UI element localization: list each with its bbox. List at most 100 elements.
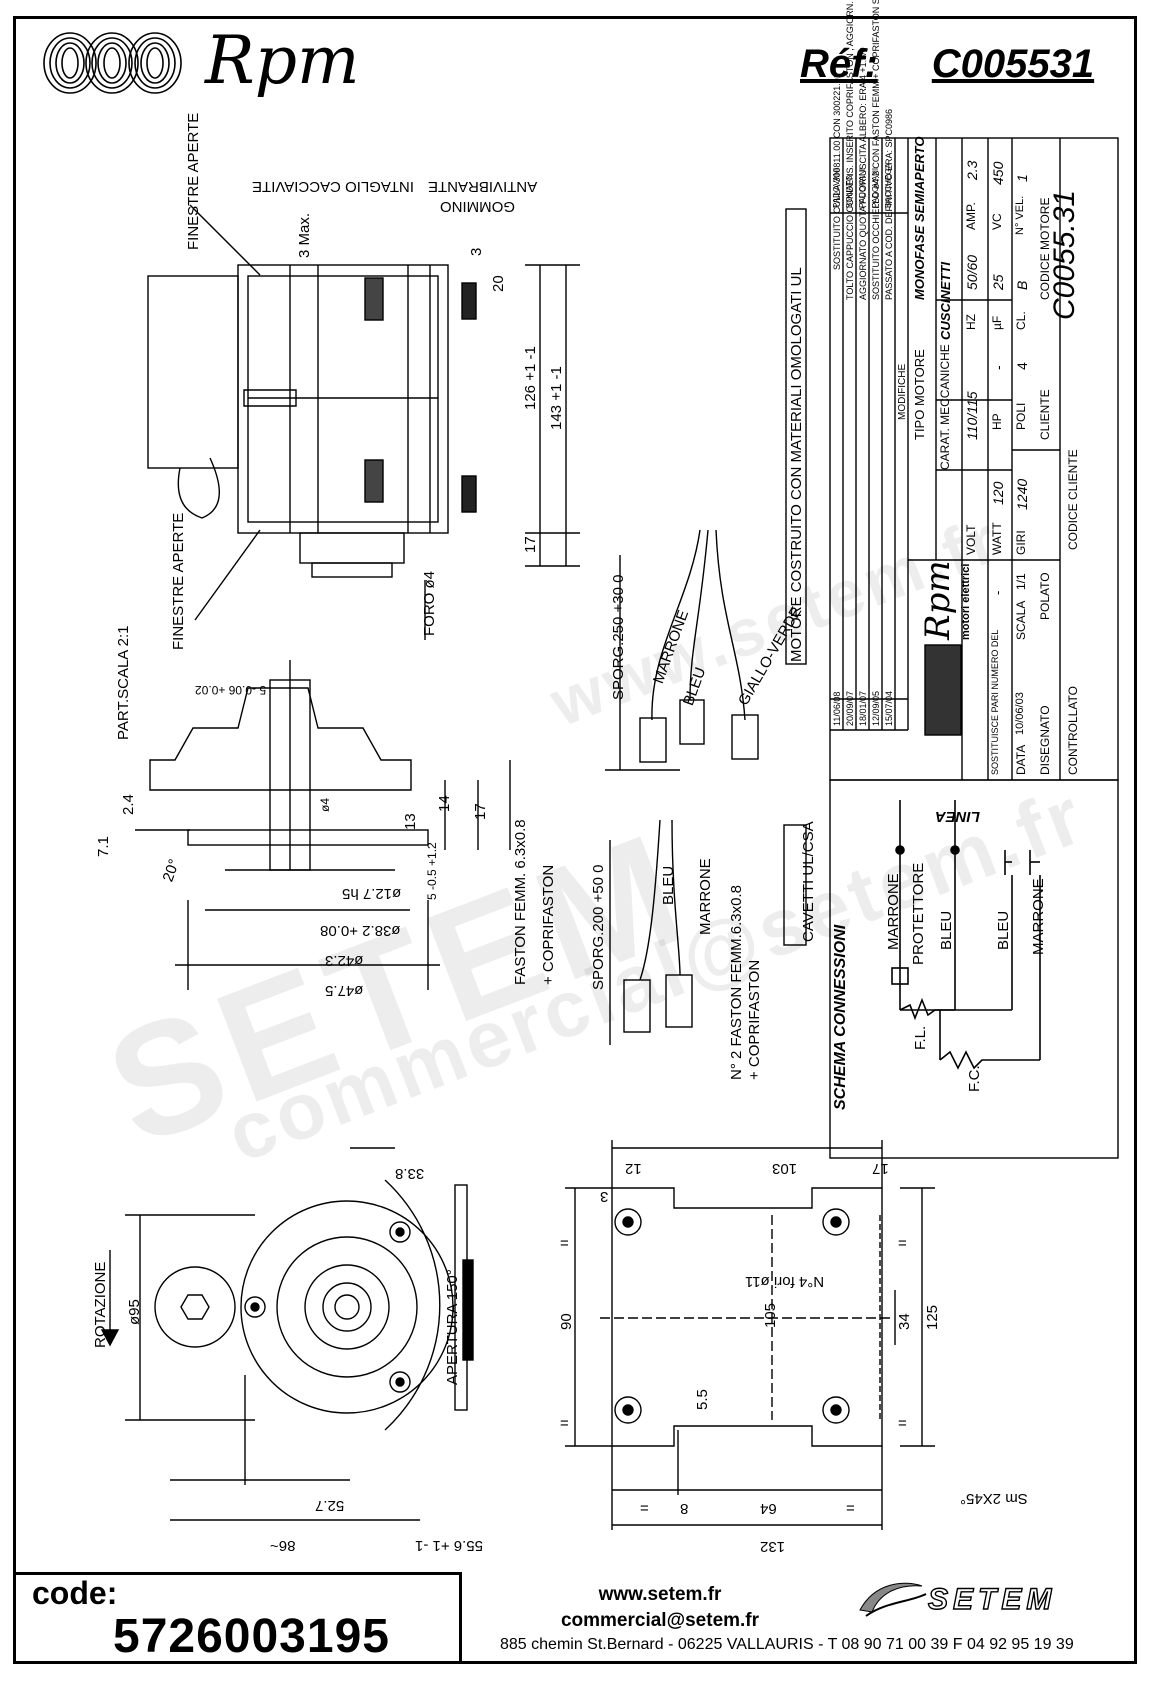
dim-34: 34	[896, 1313, 913, 1330]
email-link[interactable]: commercial@setem.fr	[560, 1610, 760, 1631]
title-block-lines	[829, 137, 1119, 1159]
eq-mark-5: =	[640, 1500, 649, 1517]
code-box	[16, 1572, 462, 1661]
drawing-frame	[13, 16, 1137, 1664]
eq-mark-2: =	[560, 1415, 569, 1432]
dim-38-2: ø38.2 +0.08	[320, 922, 401, 939]
eq-mark-4: =	[898, 1415, 907, 1432]
dim-42-3: ø42.3	[325, 952, 364, 969]
mod-1-date: 15/07/04	[884, 690, 894, 726]
sostituisce-value: -	[990, 590, 1005, 595]
mod-2-by: PADOVANI	[871, 167, 880, 208]
disegnato-value: POLATO	[1038, 572, 1052, 620]
mod-2: SOSTITUITO OCCHIELLO ø4.2 CON FASTON FEM…	[871, 0, 881, 300]
title-block-brand: Rpm	[918, 560, 958, 640]
volt-label: VOLT	[964, 524, 978, 555]
controllato-label: CONTROLLATO	[1066, 686, 1080, 775]
giri-label: GIRI	[1014, 530, 1028, 555]
reference-label: Réf:C005531	[800, 42, 1094, 87]
dim-5-tol: 5 -0.5 +1.2	[425, 842, 439, 900]
dim-90: 90	[558, 1313, 575, 1330]
dim-7-1: 7.1	[95, 836, 112, 857]
label-coprifaston-1: + COPRIFASTON	[540, 864, 557, 985]
data-value: 10/06/03	[1014, 692, 1026, 735]
vc-label: VC	[990, 213, 1004, 230]
cl-value: B	[1014, 280, 1030, 290]
schema-bleu-1: BLEU	[938, 910, 955, 950]
mod-2-date: 12/09/05	[871, 690, 881, 726]
dim-47-5: ø47.5	[325, 982, 364, 999]
dim-64: 64	[760, 1500, 777, 1517]
mod-5-date: 11/06/08	[832, 691, 842, 726]
base-view	[565, 1140, 935, 1530]
uf-label: µF	[990, 315, 1004, 330]
top-view-motor	[147, 204, 580, 640]
codice-cliente-label: CODICE CLIENTE	[1066, 449, 1080, 550]
shaft-detail	[135, 660, 511, 990]
label-n2-faston: N° 2 FASTON FEMM.6.3x0.8	[728, 885, 745, 1080]
amp-value: 2.3	[964, 160, 980, 180]
carat-label: CARAT. MECCANICHE	[938, 344, 952, 470]
mod-4-by: BONATO	[845, 174, 854, 208]
dim-17-detail: 17	[472, 803, 489, 820]
label-apertura: APERTURA 150°	[444, 1269, 461, 1385]
uf-value: 25	[990, 274, 1006, 290]
watt-label: WATT	[990, 522, 1004, 555]
hz-value: 50/60	[964, 254, 980, 290]
scala-label: SCALA	[1014, 600, 1028, 640]
label-foro: FORO ø4	[421, 570, 438, 636]
dim-12-7: ø12.7 h5	[342, 885, 402, 902]
dim-3max: 3 Max.	[296, 212, 313, 258]
dim-17-base: 17	[872, 1160, 889, 1177]
mod-1-by: BACCHEGA	[884, 163, 893, 208]
label-coprifaston-2: + COPRIFASTON	[746, 959, 763, 1080]
setem-logo-text: SETEM	[927, 1582, 1057, 1616]
schema-fl: F.L.	[912, 1025, 929, 1050]
code-value: 5726003195	[113, 1610, 390, 1663]
label-part-scala: PART.SCALA 2:1	[115, 625, 132, 740]
schema-marrone-1: MARRONE	[885, 873, 902, 950]
nvel-value: 1	[1014, 174, 1030, 182]
label-finestre-bottom: FINESTRE APERTE	[170, 512, 187, 650]
eq-mark-1: =	[560, 1235, 569, 1252]
codice-motore-value: C0055.31	[1048, 189, 1081, 320]
address-line: 885 chemin St.Bernard - 06225 VALLAURIS …	[500, 1636, 1074, 1653]
mod-4-date: 20/09/07	[845, 690, 855, 726]
dim-3-base: 3	[600, 1188, 609, 1205]
modifiche-label: MODIFICHE	[897, 363, 908, 420]
wiring-schema	[891, 800, 1041, 1070]
dim-52-7: 52.7	[315, 1497, 345, 1514]
mod-3-by: PADOVANI	[858, 167, 867, 208]
schema-title: SCHEMA CONNESSIONI	[832, 924, 849, 1110]
cables	[605, 208, 807, 1045]
dim-105: 105	[762, 1302, 779, 1328]
schema-fc: F.C.	[966, 1065, 983, 1092]
dim-3: 3	[468, 247, 485, 256]
mod-5-by: PADOVANI	[832, 167, 841, 208]
mod-3-date: 18/01/07	[858, 690, 868, 726]
data-label: DATA	[1014, 744, 1028, 775]
label-gommino: GOMMINO	[440, 198, 515, 215]
dim-126: 126 +1 -1	[522, 346, 539, 410]
schema-protettore: PROTETTORE	[910, 862, 927, 965]
label-smusso: Sm 2X45°	[960, 1490, 1028, 1507]
schema-marrone-2: MARRONE	[1030, 878, 1047, 955]
title-block-brand-sub: motori elettrici	[960, 563, 972, 640]
watt-value: 120	[990, 481, 1006, 505]
scala-value: 1/1	[1014, 573, 1028, 590]
label-bleu-2: BLEU	[660, 865, 677, 905]
dim-132: 132	[760, 1538, 786, 1555]
label-faston: FASTON FEMM. 6.3x0.8	[512, 819, 529, 985]
giri-value: 1240	[1014, 478, 1030, 510]
label-motore-ul: MOTORE COSTRUITO CON MATERIALI OMOLOGATI…	[788, 267, 805, 662]
disegnato-label: DISEGNATO	[1038, 705, 1052, 775]
cliente-label: CLIENTE	[1038, 389, 1052, 440]
dim-55-6: 55.6 +1 -1	[415, 1537, 483, 1554]
dim-103: 103	[772, 1160, 798, 1177]
tipo-motore-label: TIPO MOTORE	[912, 349, 927, 440]
website-link[interactable]: www.setem.fr	[598, 1584, 722, 1605]
hz-label: HZ	[964, 314, 978, 330]
label-intaglio: INTAGLIO CACCIAVITE	[252, 178, 414, 195]
mod-4: TOLTO CAPPUCCIO CONDENS. INSERITO COPRIF…	[845, 0, 855, 300]
